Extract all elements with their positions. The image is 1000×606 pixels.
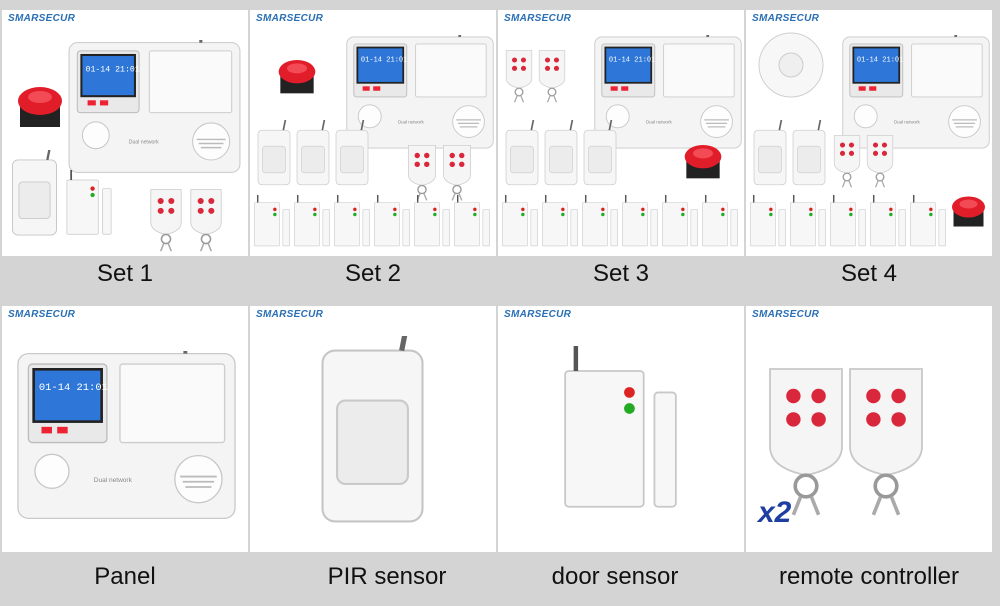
door-sensor-image [498, 306, 744, 552]
brand-logo: SMARSECUR [256, 13, 324, 24]
set-4-image [749, 32, 991, 247]
caption-door-sensor: door sensor [551, 563, 679, 590]
product-tile-door-sensor[interactable]: SMARSECUR [498, 306, 744, 552]
caption-set-4: Set 4 [840, 260, 898, 287]
caption-pir-sensor: PIR sensor [327, 563, 447, 590]
brand-logo: SMARSECUR [504, 309, 572, 320]
caption-set-1: Set 1 [96, 260, 154, 287]
caption-set-2: Set 2 [344, 260, 402, 287]
product-tile-remote-controller[interactable]: SMARSECUR x2 [746, 306, 992, 552]
brand-logo: SMARSECUR [8, 13, 76, 24]
set-3-image [501, 35, 743, 247]
brand-logo: SMARSECUR [752, 13, 820, 24]
product-tile-set-4[interactable]: SMARSECUR [746, 10, 992, 256]
product-tile-set-3[interactable]: SMARSECUR [498, 10, 744, 256]
pir-sensor-image [250, 306, 496, 552]
brand-logo: SMARSECUR [256, 309, 324, 320]
caption-panel: Panel [94, 563, 156, 590]
product-tile-set-2[interactable]: SMARSECUR [250, 10, 496, 256]
product-tile-pir-sensor[interactable]: SMARSECUR [250, 306, 496, 552]
brand-logo: SMARSECUR [752, 309, 820, 320]
product-tile-set-1[interactable]: SMARSECUR [2, 10, 248, 256]
set-2-image [253, 35, 495, 247]
brand-logo: SMARSECUR [504, 13, 572, 24]
product-tile-panel[interactable]: SMARSECUR [2, 306, 248, 552]
caption-set-3: Set 3 [592, 260, 650, 287]
brand-logo: SMARSECUR [8, 309, 76, 320]
caption-remote-controller: remote controller [778, 563, 960, 590]
panel-image [15, 351, 238, 521]
set-1-image [11, 40, 242, 252]
quantity-badge: x2 [758, 496, 792, 529]
